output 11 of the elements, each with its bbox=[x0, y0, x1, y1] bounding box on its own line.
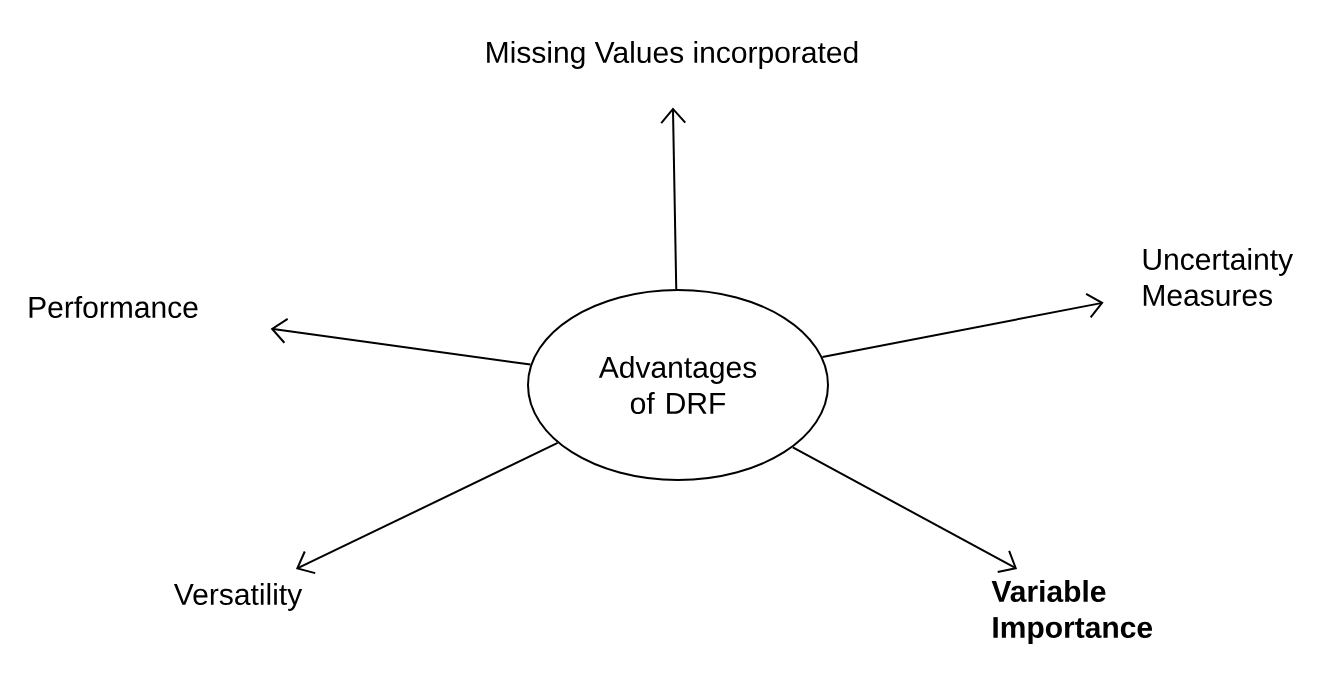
outcome-label: Versatility bbox=[173, 583, 303, 611]
arrow bbox=[821, 292, 1104, 359]
ellipse-node: Advantages of DRF bbox=[527, 289, 829, 481]
outcome-label: Variable Importance bbox=[991, 580, 1153, 644]
arrow bbox=[791, 446, 1018, 574]
arrow bbox=[295, 441, 559, 575]
outcome-label: Performance bbox=[29, 296, 198, 318]
outcome-label: Missing Values incorporated bbox=[487, 41, 858, 69]
arrow bbox=[270, 317, 532, 366]
arrow bbox=[660, 107, 687, 290]
outcome-label: Uncertainty Measures bbox=[1143, 248, 1294, 306]
